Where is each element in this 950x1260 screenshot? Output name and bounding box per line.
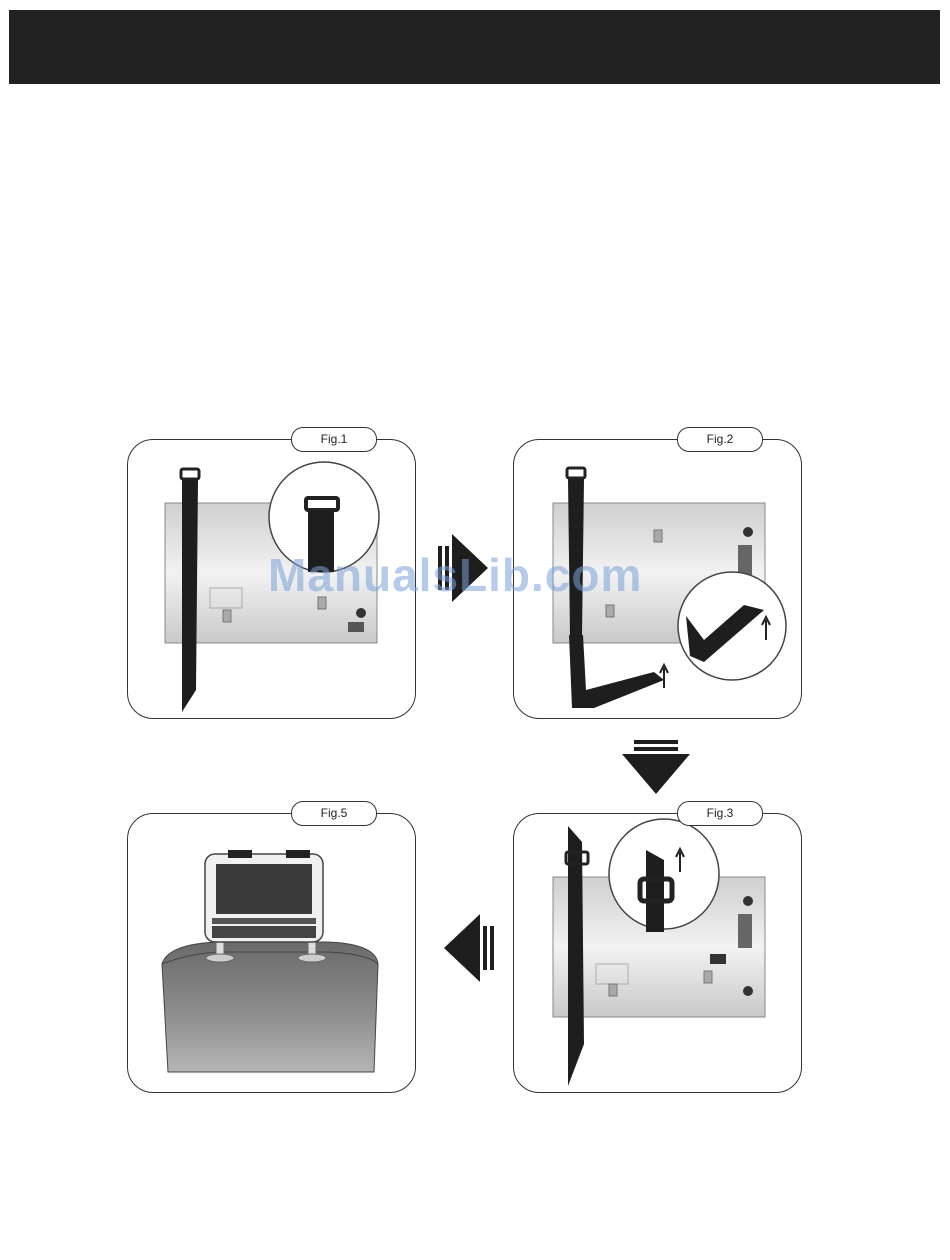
mount-peg xyxy=(606,605,614,617)
fig3-illustration xyxy=(514,814,801,1092)
zoom-strap xyxy=(646,850,664,932)
fig5-panel xyxy=(127,813,416,1093)
vent-grille xyxy=(738,914,752,948)
strap-folded xyxy=(569,635,664,708)
mount-peg xyxy=(704,971,712,983)
player-screen xyxy=(216,864,312,914)
vent-grille xyxy=(348,622,364,632)
fig5-label: Fig.5 xyxy=(291,801,377,826)
mount-peg xyxy=(654,530,662,542)
control-buttons xyxy=(212,918,316,924)
arrow-left-icon xyxy=(436,910,496,986)
header-bar xyxy=(9,10,940,84)
connector-port xyxy=(743,986,753,996)
strap-buckle xyxy=(181,469,199,479)
mount-peg xyxy=(223,610,231,622)
connector-port xyxy=(356,608,366,618)
fig1-label: Fig.1 xyxy=(291,427,377,452)
fig5-illustration xyxy=(128,814,415,1092)
fig2-label: Fig.2 xyxy=(677,427,763,452)
connector-port xyxy=(743,527,753,537)
watermark: ManualsLib.com xyxy=(268,548,698,602)
strap-top xyxy=(286,850,310,858)
mount-peg xyxy=(609,984,617,996)
connector-port xyxy=(743,896,753,906)
connector-block xyxy=(710,954,726,964)
strap xyxy=(182,480,198,712)
fig3-label: Fig.3 xyxy=(677,801,763,826)
fig3-panel xyxy=(513,813,802,1093)
headrest xyxy=(162,942,378,1072)
up-arrow-icon xyxy=(660,665,668,688)
speaker-bar xyxy=(212,926,316,938)
arrow-down-icon xyxy=(618,738,694,798)
strap-buckle xyxy=(567,468,585,478)
strap-top xyxy=(228,850,252,858)
